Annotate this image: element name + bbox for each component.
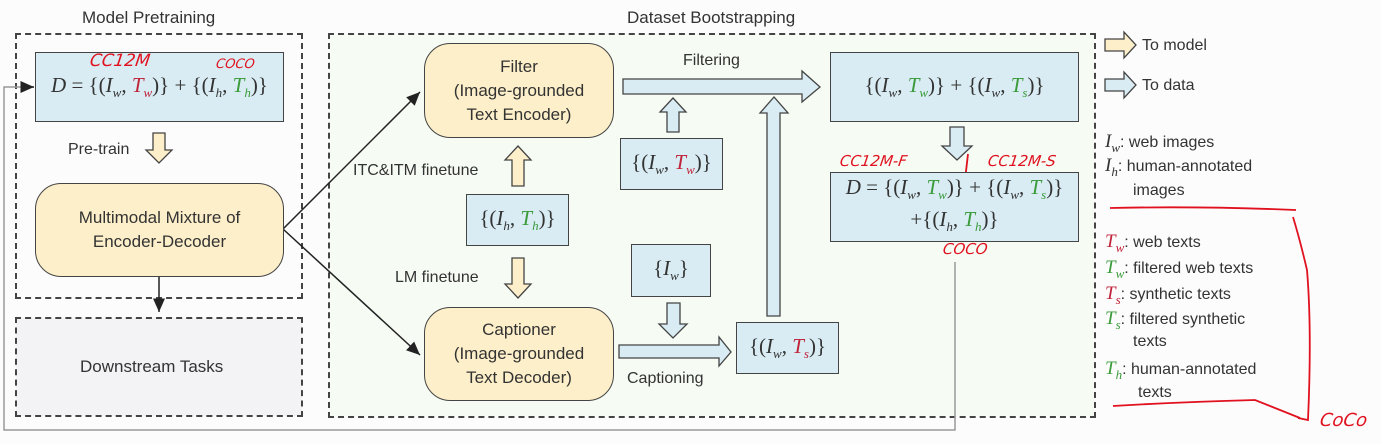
legend-ts-green-desc2: texts (1133, 333, 1167, 350)
legend-tw-green-desc: : filtered web texts (1124, 260, 1254, 277)
legend-tw-red-desc: : web texts (1124, 234, 1201, 251)
mixture-model-line2: Encoder-Decoder (92, 232, 227, 251)
legend-ts-red-desc: : synthetic texts (1120, 286, 1231, 303)
downstream-container (15, 317, 303, 417)
itc-itm-arrow (503, 145, 533, 187)
legend-tw-red: Tw: web texts (1105, 231, 1201, 255)
filtering-label: Filtering (683, 52, 740, 69)
handwritten-underline-2 (1112, 399, 1301, 419)
itc-itm-finetune-label: ITC&ITM finetune (353, 162, 479, 179)
downstream-panel-bg (16, 318, 302, 416)
pretraining-title: Model Pretraining (82, 8, 216, 27)
legend-tw-green: Tw: filtered web texts (1105, 257, 1254, 281)
downstream-tasks-label: Downstream Tasks (80, 357, 224, 376)
annotation-cc12m-f: CC12M-F (838, 152, 909, 170)
legend-th-desc: : human-annotated (1122, 361, 1257, 378)
model-to-filter-line (282, 91, 421, 230)
legend-iw-desc: : web images (1120, 134, 1215, 151)
filter-line2: (Image-grounded (453, 80, 585, 100)
annotation-coco-top: COCO (214, 57, 256, 72)
web-data-box: {(Iw, Tw)} (620, 138, 723, 190)
iw-formula: {Iw} (653, 256, 689, 284)
final-formula-line2: +{(Ih, Th)} (910, 207, 999, 235)
annotation-coco-mid: COCO (941, 240, 989, 258)
captioning-label: Captioning (627, 370, 704, 387)
iw-ts-formula: {(Iw, Ts)} (748, 333, 827, 362)
bootstrapping-container (328, 33, 1096, 418)
synthetic-data-box: {(Iw, Ts)} (736, 322, 839, 374)
captioning-arrow (618, 335, 732, 368)
filter-model-box[interactable]: Filter (Image-grounded Text Encoder) (424, 43, 614, 138)
captioner-line2: (Image-grounded (453, 344, 585, 363)
legend-ts-green-desc: : filtered synthetic (1120, 311, 1246, 328)
captioner-line1: Captioner (482, 320, 556, 339)
annotation-cc12m: CC12M (88, 51, 152, 71)
handwritten-bracket (1292, 216, 1311, 422)
legend-ts-green: Ts: filtered synthetic (1105, 308, 1246, 332)
mixture-model-box[interactable]: Multimodal Mixture of Encoder-Decoder (35, 183, 284, 277)
lm-finetune-arrow (503, 257, 533, 299)
legend-to-model-arrow (1104, 30, 1137, 60)
filtered-data-box: {(Iw, Tw)} + {(Iw, Ts)} (830, 52, 1079, 122)
legend-to-data-arrow (1104, 70, 1137, 100)
captioner-line3: Text Decoder) (466, 368, 572, 387)
iw-tw-up-arrow (658, 97, 688, 133)
pretrain-arrow (144, 132, 174, 164)
bootstrapped-dataset-box: D = {(Iw, Tw)} + {(Iw, Ts)} +{(Ih, Th)} (830, 172, 1079, 242)
legend-th: Th: human-annotated (1105, 358, 1257, 382)
annotation-cc12m-s: CC12M-S (986, 152, 1058, 170)
annotation-coco-bottom: CoCo (1318, 410, 1369, 431)
legend-iw: Iw: web images (1105, 131, 1215, 155)
pretrain-label: Pre-train (68, 141, 130, 158)
legend-ih: Ih: human-annotated (1105, 155, 1253, 179)
legend-th-desc2: texts (1138, 384, 1172, 401)
legend-ih-desc2: images (1133, 182, 1185, 199)
legend-ts-red: Ts: synthetic texts (1105, 283, 1231, 307)
filter-line3: Text Encoder) (466, 104, 572, 124)
web-images-box: {Iw} (631, 244, 711, 297)
bootstrapping-title: Dataset Bootstrapping (627, 8, 796, 27)
final-formula-line1: D = {(Iw, Tw)} + {(Iw, Ts)} (845, 174, 1064, 202)
mixture-model-line1: Multimodal Mixture of (78, 208, 241, 227)
human-annotated-data-box: {(Ih, Th)} (466, 194, 569, 246)
ih-th-formula: {(Ih, Th)} (479, 205, 556, 234)
feedback-loop-line (3, 86, 956, 431)
model-to-captioner-line (282, 228, 421, 356)
iw-tw-formula: {(Iw, Tw)} (631, 149, 712, 178)
pretraining-dataset-formula: D = {(Iw, Tw)} + {(Ih, Th)} (51, 72, 268, 101)
captioner-model-box[interactable]: Captioner (Image-grounded Text Decoder) (424, 307, 614, 401)
legend-to-data: To data (1142, 77, 1195, 94)
legend-ih-desc: : human-annotated (1117, 158, 1253, 175)
legend-to-model: To model (1142, 37, 1207, 54)
lm-finetune-label: LM finetune (395, 269, 479, 286)
captioned-up-arrow (758, 96, 790, 317)
filtering-arrow (622, 69, 821, 104)
filter-line1: Filter (500, 56, 538, 76)
filtered-formula: {(Iw, Tw)} + {(Iw, Ts)} (864, 72, 1045, 101)
final-down-arrow (940, 126, 974, 161)
handwritten-underline-1 (1109, 206, 1297, 211)
iw-down-arrow (657, 302, 689, 339)
pretraining-dataset-box: D = {(Iw, Tw)} + {(Ih, Th)} (35, 52, 284, 122)
